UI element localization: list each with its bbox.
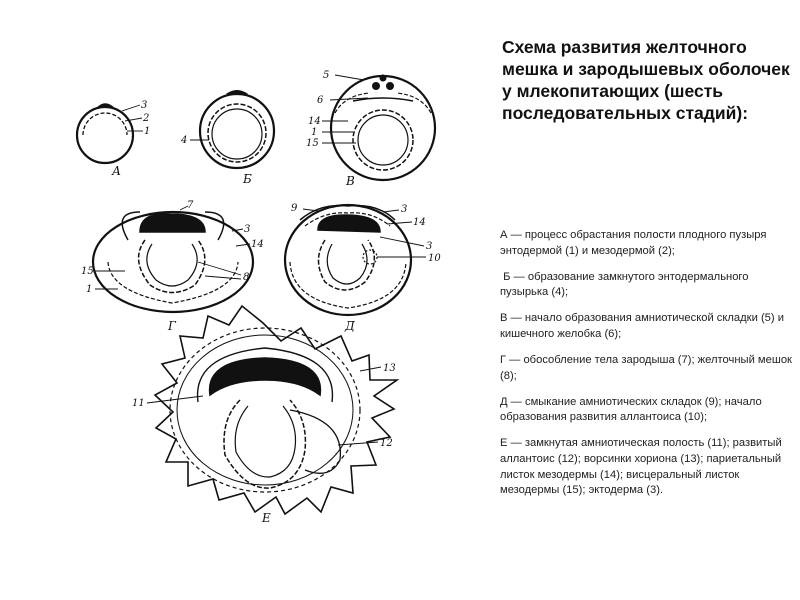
stage-g-label: Г xyxy=(167,319,177,333)
caption-stage-d: Д — смыкание амниотических складок (9); … xyxy=(500,395,762,424)
stage-v-number-5: 5 xyxy=(323,70,329,81)
stage-v-label: В xyxy=(345,174,355,188)
stage-g-number-15: 15 xyxy=(81,266,94,277)
stage-g-number-7: 7 xyxy=(187,200,194,211)
slide-title: Схема развития желточного мешка и зароды… xyxy=(502,37,790,123)
stage-a-number-3: 3 xyxy=(141,100,147,111)
stage-a-diagram xyxy=(75,103,143,165)
stage-d-number-9: 9 xyxy=(291,203,298,214)
caption-stage-b: Б — образование замкнутого энтодермально… xyxy=(500,270,752,299)
stage-d-diagram xyxy=(283,203,426,317)
stage-v-diagram xyxy=(322,74,437,182)
stage-d-number-3: 3 xyxy=(401,204,407,215)
stage-a-number-2: 2 xyxy=(142,113,149,124)
stage-e-number-13: 13 xyxy=(383,363,396,374)
stage-g-number-1: 1 xyxy=(86,284,92,295)
chorion-villi xyxy=(153,304,400,516)
stage-g-number-3: 3 xyxy=(244,224,250,235)
stage-g-number-14: 14 xyxy=(251,239,264,250)
stage-b-diagram xyxy=(190,90,276,170)
stage-e-number-12: 12 xyxy=(380,438,393,449)
stage-d-label: Д xyxy=(344,319,355,333)
stage-v-number-1: 1 xyxy=(311,127,317,138)
stage-d-number-14: 14 xyxy=(413,217,426,228)
caption-stage-g: Г — обособление тела зародыша (7); желто… xyxy=(500,354,792,382)
stage-captions: А — процесс обрастания полости плодного … xyxy=(500,228,796,509)
stage-a-label: А xyxy=(111,164,121,178)
stage-v-number-6: 6 xyxy=(317,95,324,106)
stage-b-label: Б xyxy=(242,172,252,186)
stage-v-number-15: 15 xyxy=(306,138,319,149)
stage-b-number-4: 4 xyxy=(180,135,187,146)
stage-g-diagram xyxy=(91,205,255,314)
stage-v-number-14: 14 xyxy=(308,116,321,127)
stage-e-label: Е xyxy=(261,511,271,525)
stage-a-number-1: 1 xyxy=(144,126,150,137)
stage-d-number-3-lower: 3 xyxy=(426,241,432,252)
stage-e-diagram xyxy=(146,304,400,516)
caption-stage-e: Е — замкнутая амниотическая полость (11)… xyxy=(500,437,782,497)
stage-e-number-11: 11 xyxy=(132,398,145,409)
stage-d-number-10: 10 xyxy=(428,253,441,264)
caption-stage-v: В — начало образования амниотической скл… xyxy=(500,312,784,340)
caption-stage-a: А — процесс обрастания полости плодного … xyxy=(500,229,767,257)
stage-g-number-8: 8 xyxy=(243,272,249,283)
